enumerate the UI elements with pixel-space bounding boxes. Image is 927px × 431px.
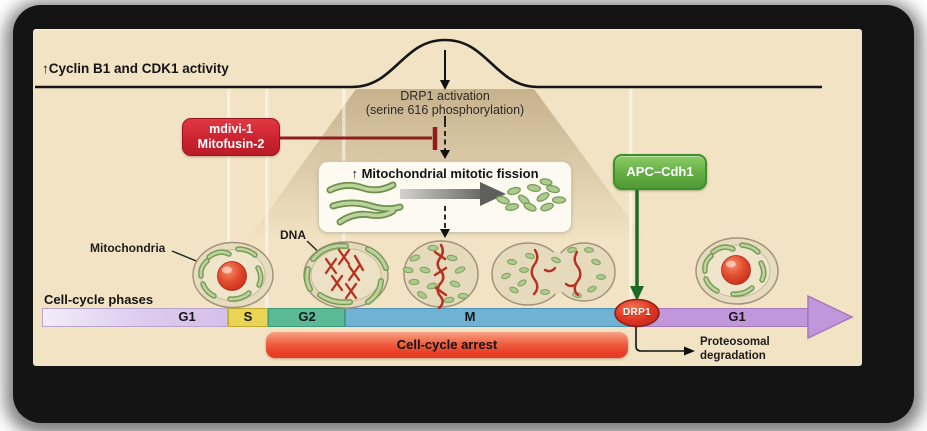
phase-label-m: M xyxy=(464,309,476,324)
inhibitor-line1: mdivi-1 xyxy=(209,121,253,136)
inhibitor-line2: Mitofusin-2 xyxy=(197,137,265,151)
cell-cycle-arrest-label: Cell-cycle arrest xyxy=(396,337,498,352)
phase-label-g1-next: G1 xyxy=(728,309,746,324)
dna-annotation: DNA xyxy=(280,228,306,242)
degradation-line2: degradation xyxy=(700,349,766,362)
drp1-caption-line1: DRP1 activation xyxy=(400,89,490,103)
inhibitor-box: mdivi-1 Mitofusin-2 xyxy=(182,118,280,156)
proteosomal-degradation-label: Proteosomal degradation xyxy=(700,336,770,363)
cell-cycle-phases-label: Cell-cycle phases xyxy=(44,292,154,307)
phase-label-g2: G2 xyxy=(298,309,316,324)
phase-segment-g1 xyxy=(42,308,228,327)
phase-label-s: S xyxy=(243,309,253,324)
phase-segment-m xyxy=(345,308,632,327)
apc-cdh1-box: APC–Cdh1 xyxy=(613,154,707,190)
phase-segment-s xyxy=(228,308,268,327)
mitochondria-annotation: Mitochondria xyxy=(90,241,166,255)
drp1-caption-line2: (serine 616 phosphorylation) xyxy=(365,103,525,117)
drp1-activation-caption: DRP1 activation (serine 616 phosphorylat… xyxy=(325,89,565,117)
cyclin-activity-label: ↑Cyclin B1 and CDK1 activity xyxy=(42,61,229,76)
phase-label-g1: G1 xyxy=(178,309,196,324)
drp1-node-label: DRP1 xyxy=(622,307,652,318)
fission-box-title: ↑ Mitochondrial mitotic fission xyxy=(351,166,539,181)
cell-cycle-arrest-bar xyxy=(266,332,628,358)
degradation-line1: Proteosomal xyxy=(700,336,770,348)
